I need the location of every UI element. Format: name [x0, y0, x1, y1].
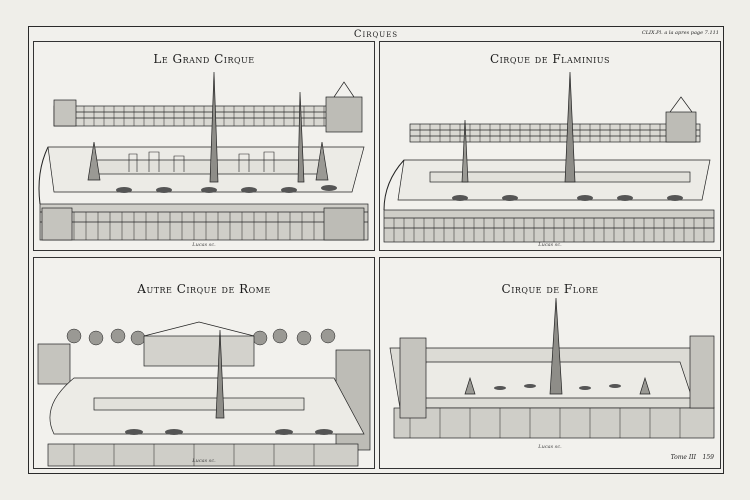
plate-frame: Cirques CLIX.Pl. a la apres page 7.111 L… [28, 26, 724, 474]
panel-title: Le Grand Cirque [153, 52, 255, 66]
plate-reference: CLIX.Pl. a la apres page 7.111 [641, 30, 719, 36]
panel-credit: Lucas sc. [192, 458, 216, 464]
panel-cirque-flaminius: Cirque de Flaminius [379, 41, 721, 251]
panel-credit: Lucas sc. [538, 444, 562, 450]
page-number: 159 [702, 454, 714, 461]
grand-cirque-engraving [38, 71, 369, 241]
plate-title: Cirques [353, 29, 399, 40]
panel-title: Cirque de Flore [501, 282, 599, 296]
volume-label: Tome III [670, 454, 696, 461]
flaminius-engraving [383, 71, 715, 243]
panel-title: Cirque de Flaminius [489, 52, 611, 66]
flore-engraving [389, 297, 715, 439]
panel-autre-cirque: Autre Cirque de Rome [33, 257, 375, 469]
autre-cirque-engraving [37, 321, 371, 467]
panel-cirque-flore: Cirque de Flore [379, 257, 721, 469]
panel-credit: Lucas sc. [192, 242, 216, 248]
panel-grand-cirque: Le Grand Cirque [33, 41, 375, 251]
panel-title: Autre Cirque de Rome [137, 282, 271, 296]
panel-credit: Lucas sc. [538, 242, 562, 248]
